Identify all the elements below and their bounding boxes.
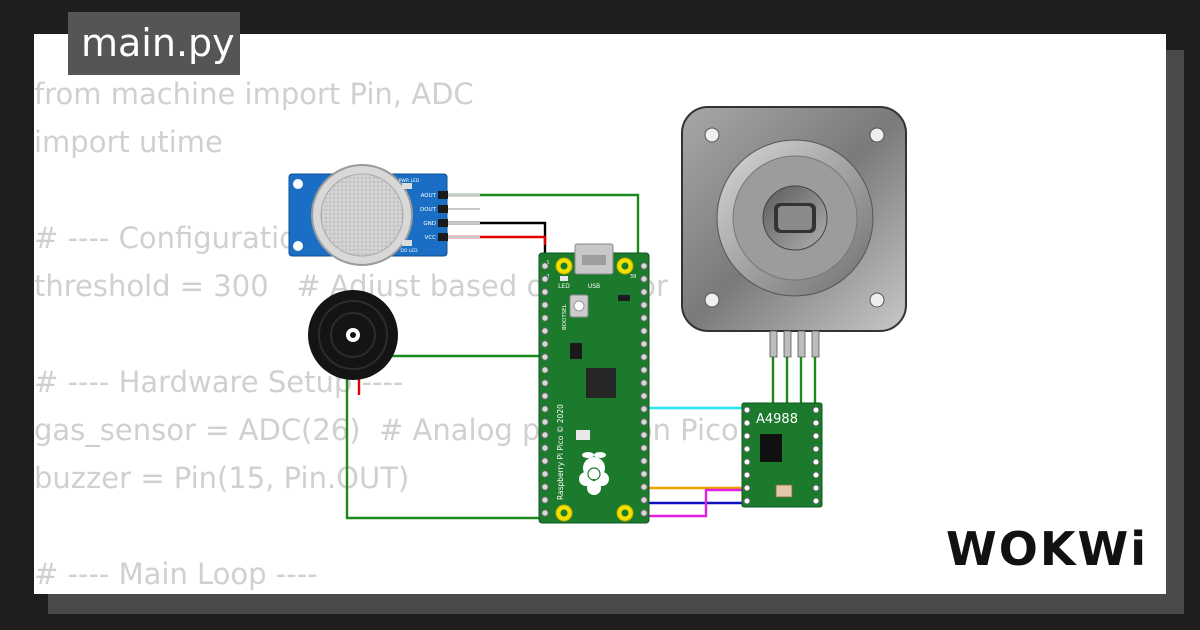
driver-pin[interactable] (812, 497, 820, 505)
wire-buzzer-gnd (345, 395, 550, 520)
pico-pin[interactable] (541, 496, 549, 504)
pico-pin[interactable] (541, 288, 549, 296)
pico-pin[interactable] (541, 262, 549, 270)
pico-pin[interactable] (640, 483, 648, 491)
driver-pin[interactable] (743, 419, 751, 427)
driver-pin[interactable] (812, 458, 820, 466)
pin-label-dout: DOUT (420, 207, 437, 213)
pico-pin[interactable] (541, 314, 549, 322)
code-line: # ---- Hardware Setup ---- (34, 365, 404, 399)
code-line: import utime (34, 125, 223, 159)
pico-pin[interactable] (640, 470, 648, 478)
pico-pin[interactable] (640, 275, 648, 283)
driver-pin[interactable] (812, 484, 820, 492)
pin-label-gnd: GND (423, 221, 436, 227)
pin-label-aout: AOUT (421, 193, 437, 199)
pico-pin[interactable] (541, 405, 549, 413)
pin-number-1: 1 (546, 260, 549, 266)
driver-pin[interactable] (743, 471, 751, 479)
driver-pin[interactable] (812, 471, 820, 479)
led-label: LED (558, 283, 570, 290)
file-tab[interactable]: main.py (68, 12, 240, 75)
bootsel-label: BOOTSEL (562, 303, 568, 330)
driver-pin-headers (743, 406, 820, 505)
driver-pin[interactable] (812, 406, 820, 414)
pico-pin[interactable] (541, 301, 549, 309)
board-name-label: Raspberry Pi Pico © 2020 (556, 404, 565, 500)
driver-pin[interactable] (743, 445, 751, 453)
wokwi-logo: WOKWi (946, 522, 1148, 576)
wire-magenta (640, 488, 746, 518)
driver-pin[interactable] (743, 406, 751, 414)
pico-pin[interactable] (541, 379, 549, 387)
pico-pin[interactable] (640, 340, 648, 348)
code-line: from machine import Pin, ADC (34, 77, 474, 111)
pico-pin[interactable] (541, 392, 549, 400)
stepper-motor[interactable] (681, 106, 907, 358)
pico-pin[interactable] (541, 275, 549, 283)
pico-pin[interactable] (541, 483, 549, 491)
driver-pin[interactable] (812, 432, 820, 440)
pico-pin[interactable] (640, 418, 648, 426)
pico-pin[interactable] (640, 366, 648, 374)
pico-pin[interactable] (640, 301, 648, 309)
pico-pin[interactable] (541, 327, 549, 335)
raspberry-pi-pico[interactable]: LED USB 1 2 39 BOOTSEL Raspberry Pi Pico… (538, 243, 650, 524)
pico-pin[interactable] (541, 470, 549, 478)
pico-pin[interactable] (640, 405, 648, 413)
pico-pin[interactable] (640, 392, 648, 400)
power-led-label: PWR LED (399, 178, 420, 184)
buzzer[interactable] (308, 290, 398, 380)
pico-pin[interactable] (541, 340, 549, 348)
pico-pin[interactable] (541, 509, 549, 517)
driver-pin[interactable] (743, 484, 751, 492)
pico-pin[interactable] (640, 327, 648, 335)
pico-pin[interactable] (640, 314, 648, 322)
wire-gnd (448, 221, 547, 355)
driver-label: A4988 (756, 412, 798, 427)
pico-pin[interactable] (541, 366, 549, 374)
pin-number-39: 39 (630, 274, 636, 280)
driver-pin[interactable] (743, 432, 751, 440)
pico-pin[interactable] (640, 353, 648, 361)
code-line: # ---- Main Loop ---- (34, 557, 318, 591)
wire-vcc (448, 235, 547, 245)
pico-pin[interactable] (640, 431, 648, 439)
pico-pin[interactable] (541, 457, 549, 465)
pico-pin[interactable] (640, 379, 648, 387)
driver-pin[interactable] (812, 445, 820, 453)
pico-pin[interactable] (640, 457, 648, 465)
a4988-driver[interactable]: A4988 (741, 402, 823, 508)
pico-pin[interactable] (541, 418, 549, 426)
pico-pin[interactable] (640, 444, 648, 452)
pico-pin[interactable] (640, 262, 648, 270)
raspberry-logo-icon (579, 452, 609, 495)
driver-pin[interactable] (743, 497, 751, 505)
driver-pin[interactable] (812, 419, 820, 427)
do-led-label: DO LED (400, 248, 418, 254)
pico-pin[interactable] (541, 444, 549, 452)
pico-pin[interactable] (541, 353, 549, 361)
pico-pin[interactable] (640, 288, 648, 296)
driver-pin[interactable] (743, 458, 751, 466)
pin-label-vcc: VCC (425, 235, 437, 241)
pico-pin[interactable] (541, 431, 549, 439)
usb-label: USB (588, 283, 600, 290)
pico-pin-headers (541, 262, 648, 517)
gas-sensor-module[interactable]: PWR LED DO LED AOUT DOUT GND VCC (288, 164, 480, 266)
wire-aout (448, 193, 640, 262)
pico-pin[interactable] (640, 509, 648, 517)
pico-pin[interactable] (640, 496, 648, 504)
